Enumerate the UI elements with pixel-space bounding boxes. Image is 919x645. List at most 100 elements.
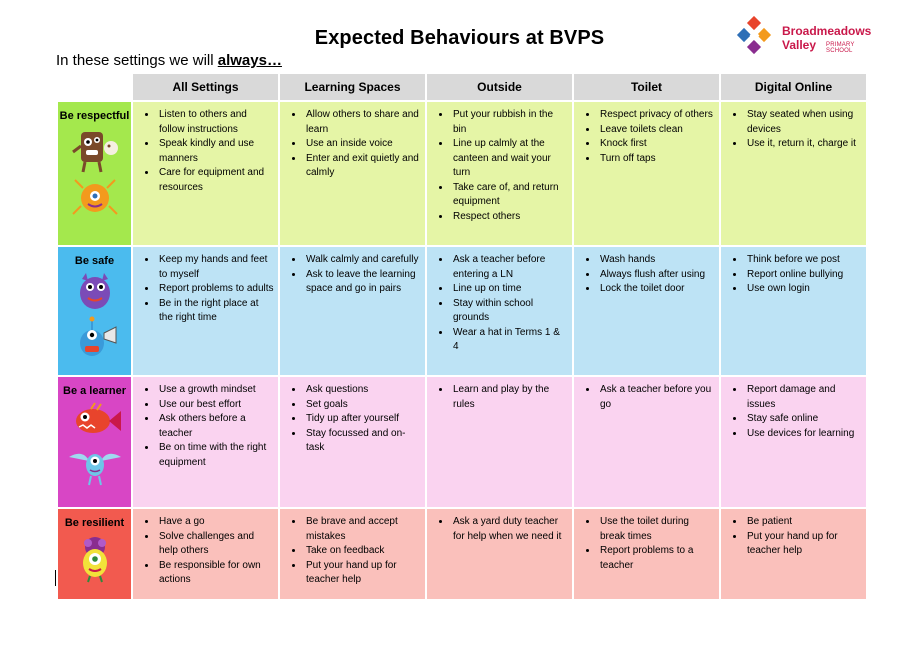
- list-item: Be on time with the right equipment: [157, 441, 274, 470]
- list-item: Be in the right place at the right time: [157, 297, 274, 326]
- list-item: Respect others: [451, 210, 568, 225]
- logo-line1: Broadmeadows: [782, 24, 872, 38]
- table-cell: Ask a yard duty teacher for help when we…: [427, 509, 572, 599]
- table-cell: Listen to others and follow instructions…: [133, 102, 278, 245]
- subtitle-prefix: In these settings we will: [56, 52, 218, 69]
- list-item: Turn off taps: [598, 152, 715, 167]
- row-header: Be safe: [58, 247, 131, 375]
- list-item: Report damage and issues: [745, 383, 862, 412]
- table-cell: Ask a teacher before you go: [574, 377, 719, 507]
- list-item: Stay focussed and on-task: [304, 427, 421, 456]
- yellow-monster-icon: [82, 537, 107, 583]
- list-item: Be brave and accept mistakes: [304, 515, 421, 544]
- list-item: Respect privacy of others: [598, 108, 715, 123]
- list-item: Take care of, and return equipment: [451, 181, 568, 210]
- list-item: Ask a teacher before entering a LN: [451, 253, 568, 282]
- table-row: Be safe Keep my hands: [58, 247, 866, 375]
- list-item: Ask a teacher before you go: [598, 383, 715, 412]
- list-item: Have a go: [157, 515, 274, 530]
- list-item: Line up on time: [451, 282, 568, 297]
- list-item: Stay safe online: [745, 412, 862, 427]
- table-cell: Walk calmly and carefully Ask to leave t…: [280, 247, 425, 375]
- table-row: Be resilient Have a go Solve challenges …: [58, 509, 866, 599]
- table-cell: Use the toilet during break times Report…: [574, 509, 719, 599]
- table-cell: Be brave and accept mistakes Take on fee…: [280, 509, 425, 599]
- table-cell: Put your rubbish in the bin Line up calm…: [427, 102, 572, 245]
- column-header: Toilet: [574, 74, 719, 100]
- list-item: Ask questions: [304, 383, 421, 398]
- school-logo: Broadmeadows Valley PRIMARY SCHOOL: [736, 16, 876, 56]
- list-item: Stay seated when using devices: [745, 108, 862, 137]
- list-item: Always flush after using: [598, 268, 715, 283]
- table-cell: Use a growth mindset Use our best effort…: [133, 377, 278, 507]
- column-header: Learning Spaces: [280, 74, 425, 100]
- list-item: Report problems to a teacher: [598, 544, 715, 573]
- list-item: Tidy up after yourself: [304, 412, 421, 427]
- page-subtitle: In these settings we will always…: [56, 52, 282, 69]
- table-cell: Stay seated when using devices Use it, r…: [721, 102, 866, 245]
- purple-monster-icon: [79, 273, 110, 309]
- column-header: Digital Online: [721, 74, 866, 100]
- table-cell: Wash hands Always flush after using Lock…: [574, 247, 719, 375]
- brown-monster-icon: [71, 132, 118, 173]
- list-item: Walk calmly and carefully: [304, 253, 421, 268]
- table-cell: Report damage and issues Stay safe onlin…: [721, 377, 866, 507]
- list-item: Use an inside voice: [304, 137, 421, 152]
- list-item: Enter and exit quietly and calmly: [304, 152, 421, 181]
- row-label: Be safe: [74, 255, 115, 267]
- list-item: Line up calmly at the canteen and wait y…: [451, 137, 568, 181]
- list-item: Keep my hands and feet to myself: [157, 253, 274, 282]
- list-item: Think before we post: [745, 253, 862, 268]
- list-item: Wear a hat in Terms 1 & 4: [451, 326, 568, 355]
- list-item: Use it, return it, charge it: [745, 137, 862, 152]
- corner-cell: [58, 74, 131, 100]
- column-header: Outside: [427, 74, 572, 100]
- table-cell: Be patient Put your hand up for teacher …: [721, 509, 866, 599]
- list-item: Speak kindly and use manners: [157, 137, 274, 166]
- subtitle-emphasis: always…: [217, 52, 282, 69]
- row-header: Be resilient: [58, 509, 131, 599]
- list-item: Care for equipment and resources: [157, 166, 274, 195]
- table-row: Be respectful: [58, 102, 866, 245]
- list-item: Ask a yard duty teacher for help when we…: [451, 515, 568, 544]
- table-cell: Allow others to share and learn Use an i…: [280, 102, 425, 245]
- table-cell: Learn and play by the rules: [427, 377, 572, 507]
- orange-monster-icon: [71, 179, 118, 215]
- list-item: Learn and play by the rules: [451, 383, 568, 412]
- list-item: Lock the toilet door: [598, 282, 715, 297]
- text-cursor: [55, 570, 56, 586]
- table-row: Be a learner: [58, 377, 866, 507]
- list-item: Knock first: [598, 137, 715, 152]
- list-item: Report online bullying: [745, 268, 862, 283]
- row-header: Be respectful: [58, 102, 131, 245]
- table-cell: Respect privacy of others Leave toilets …: [574, 102, 719, 245]
- list-item: Use own login: [745, 282, 862, 297]
- list-item: Ask others before a teacher: [157, 412, 274, 441]
- list-item: Set goals: [304, 398, 421, 413]
- table-cell: Think before we post Report online bully…: [721, 247, 866, 375]
- list-item: Allow others to share and learn: [304, 108, 421, 137]
- winged-monster-icon: [68, 453, 121, 486]
- row-label: Be resilient: [64, 517, 125, 529]
- list-item: Stay within school grounds: [451, 297, 568, 326]
- list-item: Take on feedback: [304, 544, 421, 559]
- column-header: All Settings: [133, 74, 278, 100]
- red-fish-monster-icon: [75, 402, 121, 433]
- list-item: Solve challenges and help others: [157, 530, 274, 559]
- table-cell: Ask questions Set goals Tidy up after yo…: [280, 377, 425, 507]
- list-item: Use a growth mindset: [157, 383, 274, 398]
- logo-line3: PRIMARY SCHOOL: [826, 42, 855, 54]
- list-item: Be responsible for own actions: [157, 559, 274, 588]
- list-item: Leave toilets clean: [598, 123, 715, 138]
- header-row: All Settings Learning Spaces Outside Toi…: [58, 74, 866, 100]
- table-cell: Have a go Solve challenges and help othe…: [133, 509, 278, 599]
- list-item: Be patient: [745, 515, 862, 530]
- row-label: Be respectful: [59, 110, 130, 122]
- table-cell: Keep my hands and feet to myself Report …: [133, 247, 278, 375]
- list-item: Put your rubbish in the bin: [451, 108, 568, 137]
- list-item: Use the toilet during break times: [598, 515, 715, 544]
- list-item: Use devices for learning: [745, 427, 862, 442]
- logo-line2: Valley: [782, 38, 817, 52]
- table-cell: Ask a teacher before entering a LN Line …: [427, 247, 572, 375]
- behaviour-matrix: All Settings Learning Spaces Outside Toi…: [56, 72, 868, 601]
